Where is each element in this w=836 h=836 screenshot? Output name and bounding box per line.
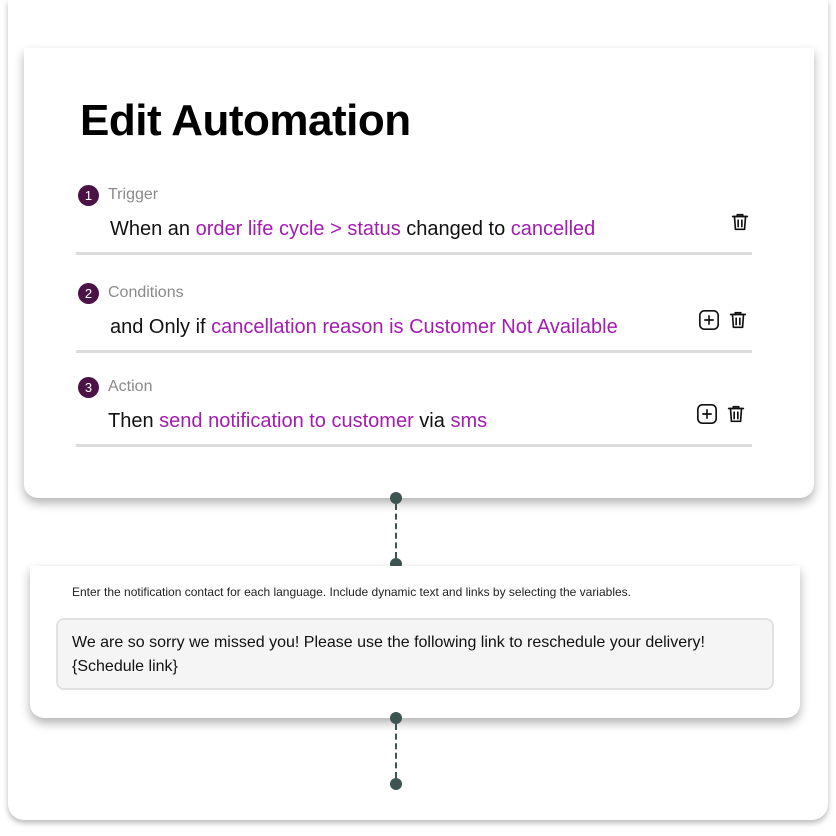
notification-card: Enter the notification contact for each … bbox=[30, 566, 800, 718]
trigger-section: 1 Trigger When an order life cycle > sta… bbox=[76, 184, 752, 256]
schedule-link-variable[interactable]: {Schedule link} bbox=[72, 658, 178, 675]
connector-node bbox=[390, 778, 402, 790]
connector-line bbox=[395, 504, 397, 558]
edit-automation-card bbox=[24, 48, 814, 498]
connector-node bbox=[390, 712, 402, 724]
step-label: Action bbox=[108, 378, 153, 395]
step-number-badge: 2 bbox=[78, 282, 99, 304]
action-section: 3 Action Then send notification to custo… bbox=[76, 376, 752, 448]
trigger-sentence[interactable]: When an order life cycle > status change… bbox=[110, 218, 596, 240]
message-text: We are so sorry we missed you! Please us… bbox=[72, 634, 705, 651]
step-label: Conditions bbox=[108, 284, 184, 301]
flow-connector bbox=[390, 492, 402, 570]
page-title: Edit Automation bbox=[80, 96, 411, 145]
condition-value-link[interactable]: cancellation reason is Customer Not Avai… bbox=[211, 316, 618, 338]
conditions-sentence[interactable]: and Only if cancellation reason is Custo… bbox=[110, 316, 618, 338]
action-channel-link[interactable]: sms bbox=[450, 410, 488, 432]
trigger-value-link[interactable]: cancelled bbox=[510, 218, 596, 240]
conditions-section: 2 Conditions and Only if cancellation re… bbox=[76, 282, 752, 354]
connector-line bbox=[395, 724, 397, 778]
flow-connector bbox=[390, 712, 402, 790]
add-icon[interactable] bbox=[695, 402, 719, 426]
section-divider bbox=[76, 252, 752, 255]
action-sentence[interactable]: Then send notification to customer via s… bbox=[108, 410, 488, 432]
step-number-badge: 1 bbox=[78, 184, 99, 206]
connector-node bbox=[390, 492, 402, 504]
trigger-field-link[interactable]: order life cycle > status bbox=[195, 218, 401, 240]
trash-icon[interactable] bbox=[728, 210, 752, 234]
section-divider bbox=[76, 350, 752, 353]
add-icon[interactable] bbox=[697, 308, 721, 332]
step-number-badge: 3 bbox=[78, 376, 99, 398]
step-label: Trigger bbox=[108, 186, 159, 203]
trash-icon[interactable] bbox=[726, 308, 750, 332]
notification-instructions: Enter the notification contact for each … bbox=[72, 585, 631, 599]
trash-icon[interactable] bbox=[724, 402, 748, 426]
section-divider bbox=[76, 444, 752, 447]
notification-message-field[interactable]: We are so sorry we missed you! Please us… bbox=[56, 618, 774, 690]
action-type-link[interactable]: send notification to customer bbox=[159, 410, 414, 432]
